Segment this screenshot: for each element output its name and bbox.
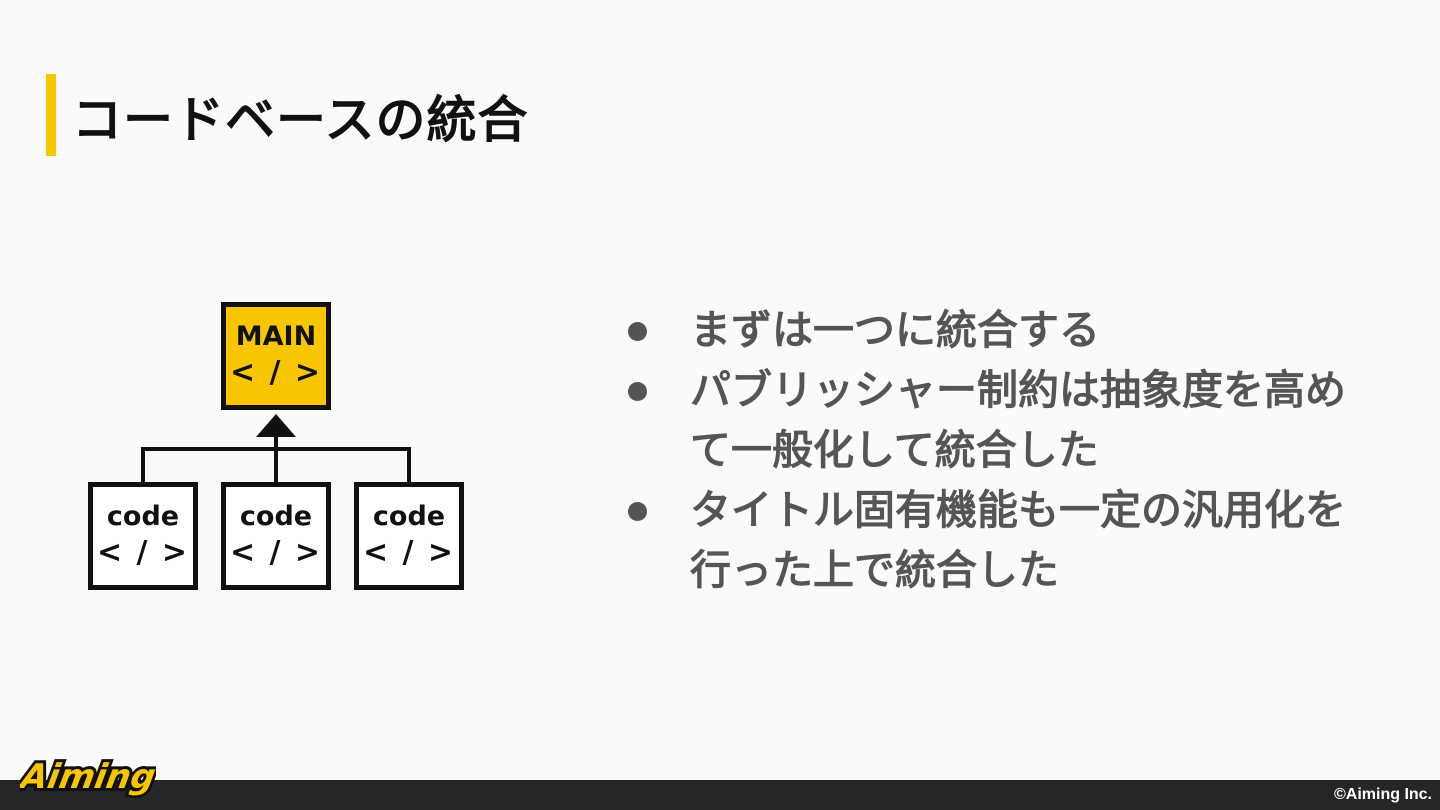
code-box: code < / > — [88, 482, 198, 590]
aiming-logo: Aiming — [20, 754, 156, 798]
code-box-symbol: < / > — [362, 535, 456, 570]
main-box-code-symbol: < / > — [229, 355, 323, 390]
bullet-text: パブリッシャー制約は抽象度を高めて一般化して統合した — [690, 366, 1346, 474]
logo-text: Aiming — [20, 757, 156, 797]
main-box-label: MAIN — [235, 321, 317, 352]
code-box-symbol: < / > — [229, 535, 323, 570]
code-box-label: code — [239, 501, 313, 532]
title-accent-bar — [46, 74, 56, 156]
bullet-item: タイトル固有機能も一定の汎用化を行った上で統合した — [624, 480, 1384, 600]
slide-title: コードベースの統合 — [72, 91, 529, 149]
code-box-symbol: < / > — [96, 535, 190, 570]
code-box-label: code — [372, 501, 446, 532]
code-box: code < / > — [354, 482, 464, 590]
code-box: code < / > — [221, 482, 331, 590]
bullet-item: パブリッシャー制約は抽象度を高めて一般化して統合した — [624, 360, 1384, 480]
copyright-text: ©Aiming Inc. — [1333, 786, 1432, 803]
footer-bar: ©Aiming Inc. — [0, 780, 1440, 810]
code-box-label: code — [106, 501, 180, 532]
main-code-box: MAIN < / > — [221, 302, 331, 410]
connector-line-left — [141, 447, 411, 483]
bullet-text: タイトル固有機能も一定の汎用化を行った上で統合した — [690, 486, 1346, 594]
arrow-up-icon — [256, 414, 296, 437]
bullet-text: まずは一つに統合する — [690, 306, 1100, 354]
bullet-dot-icon — [628, 382, 647, 401]
bullet-list: まずは一つに統合する パブリッシャー制約は抽象度を高めて一般化して統合した タイ… — [624, 300, 1384, 600]
bullet-item: まずは一つに統合する — [624, 300, 1384, 360]
bullet-dot-icon — [628, 322, 647, 341]
bullet-dot-icon — [628, 502, 647, 521]
